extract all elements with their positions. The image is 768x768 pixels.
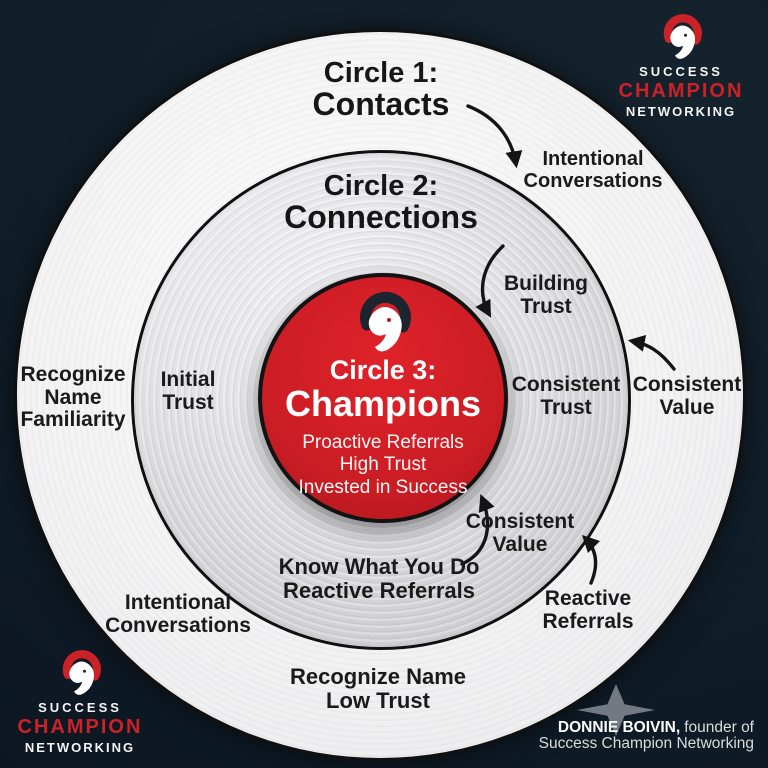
label-know-what-you-do: Know What You Do Reactive Referrals — [278, 554, 480, 603]
circle3-title-line2: Champions — [284, 383, 481, 424]
brand-word-networking: NETWORKING — [24, 740, 136, 755]
circle3-subtitle: Proactive Referrals High Trust Invested … — [299, 432, 468, 499]
founder-title: founder of — [684, 719, 754, 736]
founder-credit: DONNIE BOIVIN,founder of Success Champio… — [538, 719, 754, 753]
circle3-subtitle-line3: Invested in Success — [298, 476, 468, 498]
label-initial-trust: Initial Trust — [160, 368, 216, 414]
circle2-title-line2: Connections — [284, 199, 478, 236]
champion-helmet-icon — [351, 289, 415, 353]
label-consistent-value-right: Consistent Value — [632, 373, 742, 419]
brand-word-success: SUCCESS — [38, 700, 122, 715]
brand-logo-top-right: SUCCESS CHAMPION NETWORKING — [601, 12, 761, 119]
label-recognize-name-low-trust: Recognize Name Low Trust — [289, 664, 467, 713]
circle3-subtitle-line1: Proactive Referrals — [302, 432, 464, 453]
label-building-trust: Building Trust — [504, 272, 588, 318]
founder-name: DONNIE BOIVIN, — [557, 719, 681, 736]
circle2-title: Circle 2: Connections — [284, 171, 478, 235]
brand-word-success: SUCCESS — [639, 64, 723, 79]
brand-word-networking: NETWORKING — [625, 104, 737, 119]
champion-helmet-icon — [56, 648, 104, 696]
circle2-title-line1: Circle 2: — [323, 170, 439, 202]
circle3-title-line1: Circle 3: — [329, 355, 437, 385]
brand-logo-bottom-left: SUCCESS CHAMPION NETWORKING — [0, 648, 160, 755]
founder-company: Success Champion Networking — [538, 735, 754, 753]
champion-helmet-icon — [657, 12, 705, 60]
circle1-title: Circle 1: Contacts — [313, 58, 450, 122]
brand-word-champion: CHAMPION — [17, 716, 143, 738]
label-consistent-trust: Consistent Trust — [511, 373, 621, 419]
label-consistent-value-bottom: Consistent Value — [465, 510, 575, 556]
circle1-title-line1: Circle 1: — [323, 57, 439, 89]
label-recognize-name-familiarity: Recognize Name Familiarity — [20, 363, 126, 432]
circle1-title-line2: Contacts — [312, 86, 450, 123]
circle3-champions-core: Circle 3: Champions Proactive Referrals … — [258, 273, 508, 523]
label-reactive-referrals: Reactive Referrals — [542, 587, 634, 633]
label-intentional-conversations-bottom: Intentional Conversations — [105, 591, 251, 637]
circle3-subtitle-line2: High Trust — [339, 454, 427, 476]
label-intentional-conversations-top: Intentional Conversations — [523, 148, 663, 192]
brand-word-champion: CHAMPION — [618, 80, 744, 102]
